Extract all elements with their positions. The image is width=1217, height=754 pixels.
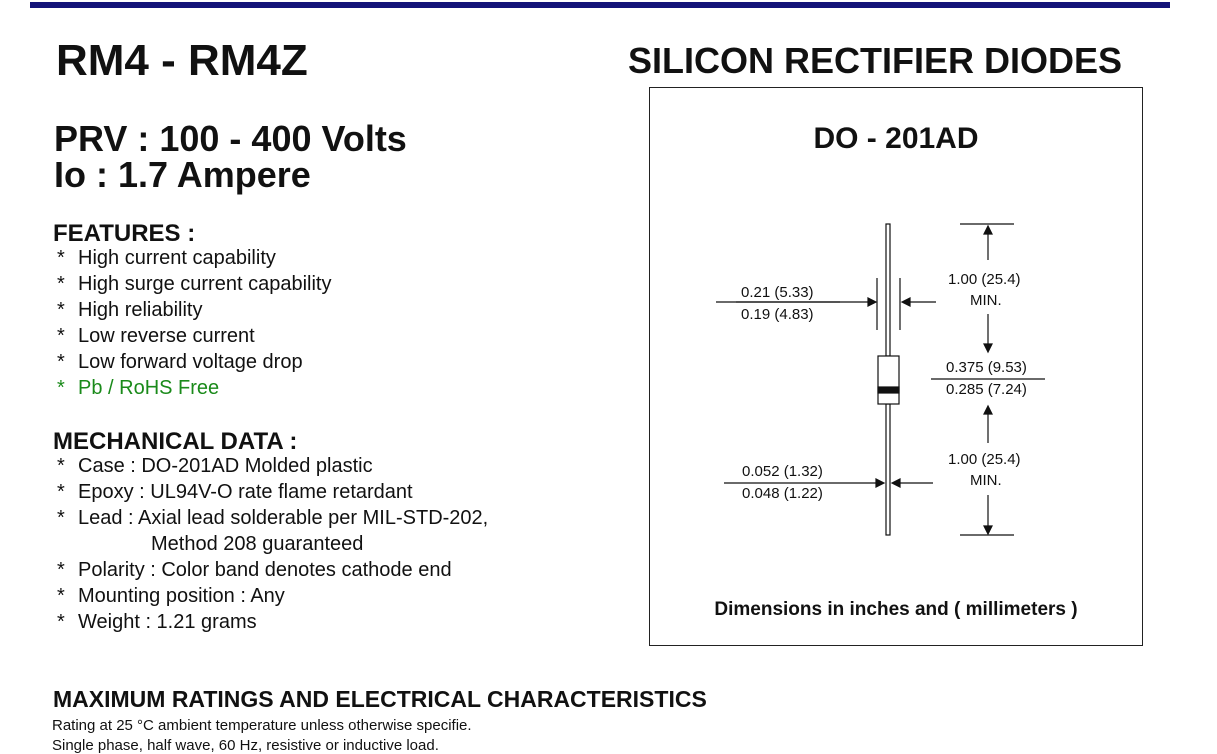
mechanical-text: Method 208 guaranteed	[151, 533, 364, 555]
bottom-lead-length: 1.00 (25.4)	[948, 451, 1021, 468]
feature-text: High current capability	[78, 247, 276, 269]
package-outline-box: DO - 201AD	[649, 87, 1143, 646]
cathode-band	[877, 386, 900, 394]
features-heading: FEATURES :	[53, 220, 196, 247]
feature-item: * Low reverse current	[57, 323, 331, 349]
body-length-max: 0.375 (9.53)	[946, 359, 1027, 376]
arrowhead	[983, 404, 993, 415]
feature-item: * High surge current capability	[57, 271, 331, 297]
body-diameter-max: 0.21 (5.33)	[741, 284, 814, 301]
bottom-lead	[885, 403, 891, 536]
package-outline-drawing	[716, 223, 1045, 536]
mechanical-item: * Epoxy : UL94V-O rate flame retardant	[57, 479, 488, 505]
mechanical-item: * Polarity : Color band denotes cathode e…	[57, 557, 488, 583]
feature-item: * High reliability	[57, 297, 331, 323]
bullet-star: *	[57, 585, 65, 607]
part-number-title: RM4 - RM4Z	[56, 36, 308, 85]
arrowhead	[867, 297, 878, 307]
top-lead-length-suffix: MIN.	[970, 292, 1002, 309]
bullet-star: *	[57, 611, 65, 633]
lead-diameter-max: 0.052 (1.32)	[742, 463, 823, 480]
top-lead-length: 1.00 (25.4)	[948, 271, 1021, 288]
mechanical-text: Weight : 1.21 grams	[78, 611, 257, 633]
mechanical-item-continuation: Method 208 guaranteed	[57, 531, 488, 557]
feature-text: Pb / RoHS Free	[78, 377, 220, 399]
bullet-star: *	[57, 559, 65, 581]
feature-item-rohs: * Pb / RoHS Free	[57, 375, 331, 401]
body-length-min: 0.285 (7.24)	[946, 381, 1027, 398]
arrowhead	[983, 343, 993, 354]
bullet-star: *	[57, 455, 65, 477]
mechanical-item: * Lead : Axial lead solderable per MIL-ST…	[57, 505, 488, 531]
arrowhead	[900, 297, 911, 307]
bullet-star: *	[57, 351, 65, 373]
feature-text: High surge current capability	[78, 273, 332, 295]
mechanical-text: Case : DO-201AD Molded plastic	[78, 455, 373, 477]
feature-item: * Low forward voltage drop	[57, 349, 331, 375]
bullet-star: *	[57, 247, 65, 269]
feature-text: High reliability	[78, 299, 203, 321]
arrowhead	[983, 525, 993, 536]
mechanical-text: Polarity : Color band denotes cathode en…	[78, 559, 452, 581]
feature-item: * High current capability	[57, 245, 331, 271]
product-title: SILICON RECTIFIER DIODES	[628, 40, 1123, 81]
mechanical-list: * Case : DO-201AD Molded plastic * Epoxy :…	[57, 453, 488, 635]
lead-diameter-min: 0.048 (1.22)	[742, 485, 823, 502]
header-rule	[30, 2, 1170, 8]
bottom-lead-length-suffix: MIN.	[970, 472, 1002, 489]
mechanical-text: Epoxy : UL94V-O rate flame retardant	[78, 481, 413, 503]
ratings-note-temperature: Rating at 25 °C ambient temperature unle…	[52, 717, 472, 734]
feature-text: Low forward voltage drop	[78, 351, 303, 373]
bullet-star: *	[57, 377, 65, 399]
bullet-star: *	[57, 325, 65, 347]
mechanical-text: Mounting position : Any	[78, 585, 285, 607]
current-rating: Io : 1.7 Ampere	[54, 154, 311, 195]
mechanical-text: Lead : Axial lead solderable per MIL-STD…	[78, 507, 489, 529]
feature-text: Low reverse current	[78, 325, 255, 347]
body-diameter-min: 0.19 (4.83)	[741, 306, 814, 323]
prv-rating: PRV : 100 - 400 Volts	[54, 118, 407, 159]
package-name: DO - 201AD	[813, 122, 979, 155]
arrowhead	[983, 224, 993, 235]
bullet-star: *	[57, 507, 65, 529]
ratings-note-load: Single phase, half wave, 60 Hz, resistiv…	[52, 737, 439, 754]
arrowhead	[890, 478, 901, 488]
bullet-star: *	[57, 299, 65, 321]
mechanical-heading: MECHANICAL DATA :	[53, 428, 298, 455]
bullet-star: *	[57, 273, 65, 295]
dimensions-caption: Dimensions in inches and ( millimeters )	[714, 599, 1078, 620]
mechanical-item: * Case : DO-201AD Molded plastic	[57, 453, 488, 479]
mechanical-item: * Mounting position : Any	[57, 583, 488, 609]
diode-body	[877, 355, 900, 405]
mechanical-item: * Weight : 1.21 grams	[57, 609, 488, 635]
bullet-star: *	[57, 481, 65, 503]
arrowhead	[875, 478, 886, 488]
features-list: * High current capability * High surge cur…	[57, 245, 331, 401]
ratings-heading: MAXIMUM RATINGS AND ELECTRICAL CHARACTER…	[53, 686, 707, 712]
top-lead	[885, 223, 891, 357]
